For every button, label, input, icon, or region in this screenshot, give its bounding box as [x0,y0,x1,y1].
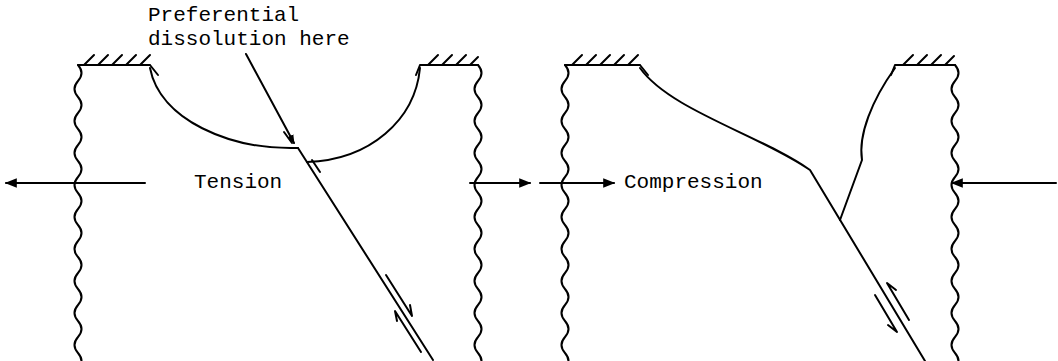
force-arrow [540,182,614,184]
slip-half-arrow [312,160,320,172]
slip-half-arrow [875,295,897,332]
surface-hatch [78,55,158,75]
slip-half-arrow [386,275,412,316]
force-arrow [6,182,145,184]
force-label: Tension [194,171,304,195]
slip-half-arrow [887,283,909,320]
pit-outline [307,68,420,162]
wavy-break-line [952,65,959,361]
surface-hatch [565,55,648,75]
callout-label: Preferential dissolution here [148,4,360,52]
force-label: Compression [624,171,774,195]
surface-hatch [891,55,955,75]
force-arrow [952,182,1056,184]
surface-hatch [416,55,478,75]
wavy-break-line [562,65,569,361]
wavy-break-line [475,65,482,361]
pit-outline [840,68,895,220]
slip-half-arrow [395,311,421,352]
leader-arrow [246,54,294,143]
slip-line [298,148,433,360]
wavy-break-line [75,65,82,361]
pit-outline [640,68,925,361]
force-arrow [470,182,530,184]
